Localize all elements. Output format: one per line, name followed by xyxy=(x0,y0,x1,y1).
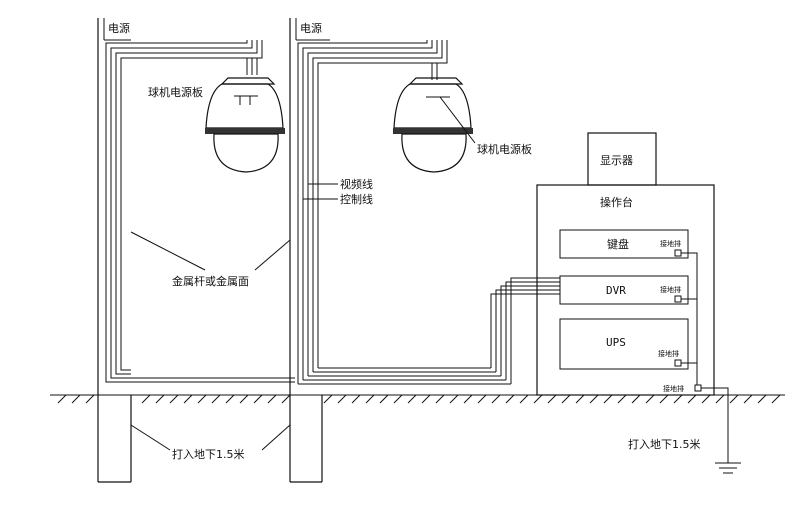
keyboard-label: 键盘 xyxy=(607,237,629,251)
ground-hatch-stroke xyxy=(71,394,81,404)
ground-hatch-stroke xyxy=(617,394,627,404)
ground-hatch-stroke xyxy=(729,394,739,404)
ground-hatch-stroke xyxy=(141,394,151,404)
left-pole-wires xyxy=(105,40,295,383)
ground-hatch-stroke xyxy=(491,394,501,404)
ground-hatch-stroke xyxy=(393,394,403,404)
ground-hatch-stroke xyxy=(239,394,249,404)
ground-hatch-stroke xyxy=(631,394,641,404)
ground-hatch-stroke xyxy=(57,394,67,404)
center-dome-board-label: 球机电源板 xyxy=(477,142,532,156)
dvr-label: DVR xyxy=(606,284,626,297)
ground-hatch-stroke xyxy=(155,394,165,404)
pole-label-leaders xyxy=(130,231,291,271)
earth-ground-icon xyxy=(715,462,741,474)
ups-ground-label: 接地排 xyxy=(658,349,679,358)
ground-hatch-stroke xyxy=(771,394,781,404)
metal-pole-label: 金属杆或金属面 xyxy=(172,274,249,288)
center-metal-pole xyxy=(289,18,330,483)
ground-hatch-stroke xyxy=(365,394,375,404)
bury-label-leaders xyxy=(130,424,291,451)
ground-hatch-stroke xyxy=(449,394,459,404)
ground-hatch-stroke xyxy=(463,394,473,404)
ground-hatch-stroke xyxy=(645,394,655,404)
left-power-label: 电源 xyxy=(108,21,130,35)
ground-hatch-stroke xyxy=(267,394,277,404)
left-dome-board-label: 球机电源板 xyxy=(148,85,203,99)
dvr-ground-label: 接地排 xyxy=(660,285,681,294)
control-line-label: 控制线 xyxy=(340,192,373,206)
ground-hatch-stroke xyxy=(701,394,711,404)
ground-hatch-stroke xyxy=(603,394,613,404)
ground-hatch-stroke xyxy=(477,394,487,404)
ground-hatch-stroke xyxy=(169,394,179,404)
ground-hatch-stroke xyxy=(547,394,557,404)
console-ground-bus xyxy=(681,252,729,463)
center-dome-camera xyxy=(393,77,476,173)
console-label: 操作台 xyxy=(600,195,633,209)
ground-hatch-stroke xyxy=(715,394,725,404)
ground-hatch-stroke xyxy=(323,394,333,404)
ground-hatch-stroke xyxy=(253,394,263,404)
ground-hatch-stroke xyxy=(505,394,515,404)
monitor-box xyxy=(587,132,657,186)
ground-hatch-stroke xyxy=(673,394,683,404)
ground-hatch-stroke xyxy=(533,394,543,404)
ground-hatch-stroke xyxy=(561,394,571,404)
ups-label: UPS xyxy=(606,336,626,349)
ground-hatch-stroke xyxy=(225,394,235,404)
left-metal-pole xyxy=(97,18,132,483)
ground-hatch-stroke xyxy=(211,394,221,404)
ground-hatch-stroke xyxy=(435,394,445,404)
center-power-label: 电源 xyxy=(300,21,322,35)
cable-labels xyxy=(303,183,338,200)
keyboard-ground-label: 接地排 xyxy=(660,239,681,248)
ground-hatch-stroke xyxy=(407,394,417,404)
dvr-input-cables xyxy=(490,277,560,384)
ground-hatch-stroke xyxy=(519,394,529,404)
ground-hatch-stroke xyxy=(687,394,697,404)
ground-hatch-stroke xyxy=(743,394,753,404)
left-dome-camera xyxy=(205,77,285,173)
ground-hatch-stroke xyxy=(379,394,389,404)
ground-hatch-stroke xyxy=(197,394,207,404)
cabinet-ground-label: 接地排 xyxy=(663,384,684,393)
ground-hatch-stroke xyxy=(575,394,585,404)
monitor-label: 显示器 xyxy=(600,154,633,167)
ground-hatch-stroke xyxy=(589,394,599,404)
ground-hatch-stroke xyxy=(757,394,767,404)
center-pole-wires xyxy=(297,40,511,385)
ground-hatch-stroke xyxy=(351,394,361,404)
ground-surface xyxy=(50,394,785,404)
ground-hatch-stroke xyxy=(85,394,95,404)
ground-hatch-stroke xyxy=(421,394,431,404)
ground-hatch-stroke xyxy=(337,394,347,404)
ground-hatch-stroke xyxy=(659,394,669,404)
video-line-label: 视频线 xyxy=(340,177,373,191)
bury-depth-label: 打入地下1.5米 xyxy=(172,447,245,461)
ground-hatch-stroke xyxy=(281,394,291,404)
ground-hatch-stroke xyxy=(183,394,193,404)
ground-bury-label: 打入地下1.5米 xyxy=(628,437,701,451)
